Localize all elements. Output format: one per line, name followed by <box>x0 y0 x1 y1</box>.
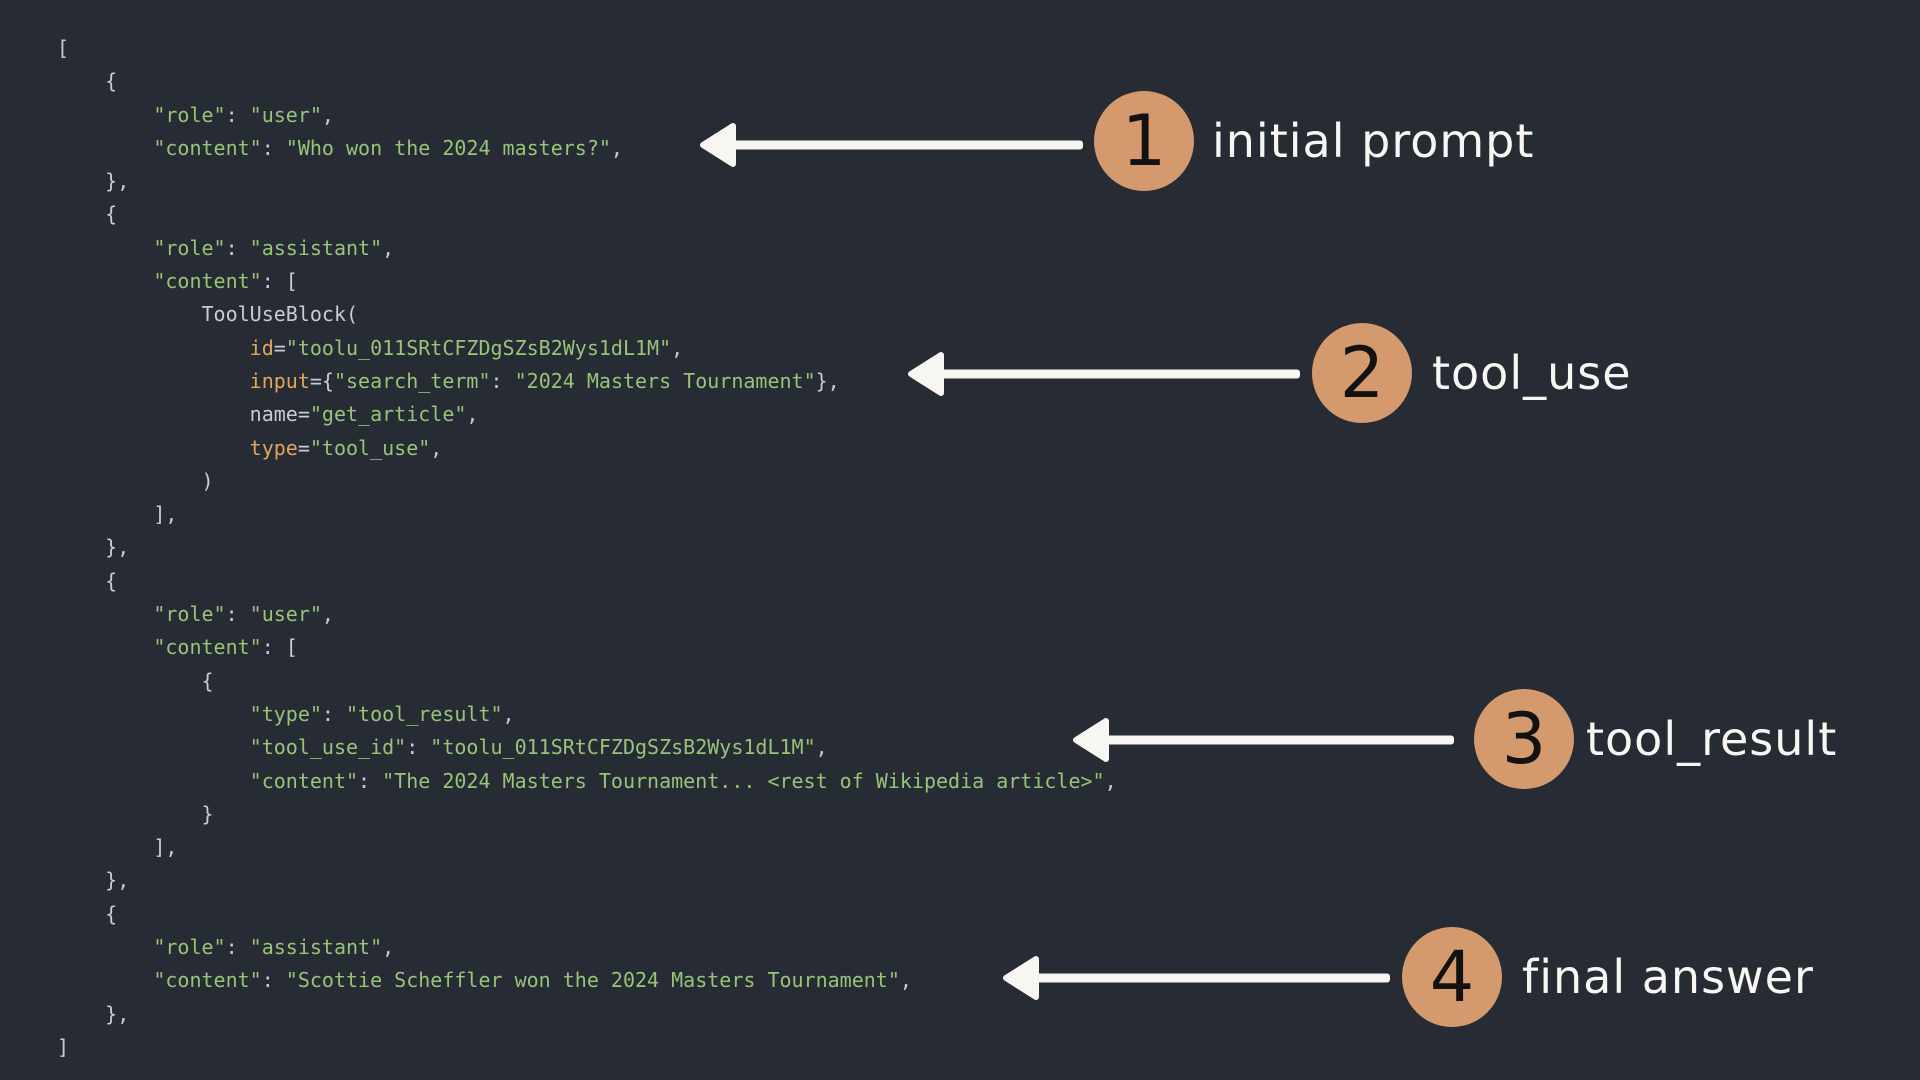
code-line: ], <box>57 835 178 860</box>
left-arrow-icon <box>1003 956 1390 1000</box>
code-line: { <box>57 901 118 926</box>
code-line: { <box>57 69 118 94</box>
code-line: { <box>57 202 118 227</box>
annotation-label-final-answer: final answer <box>1522 950 1814 1004</box>
code-line: type="tool_use", <box>249 435 443 460</box>
step-number: 4 <box>1429 936 1475 1018</box>
code-line: }, <box>57 868 130 893</box>
code-line: { <box>57 668 214 693</box>
code-line: "role": "user", <box>153 602 334 627</box>
code-line: "role": "user", <box>153 102 334 127</box>
left-arrow-icon <box>1073 718 1454 762</box>
code-line: "content": "Who won the 2024 masters?", <box>153 135 623 160</box>
code-line: }, <box>57 535 130 560</box>
step-badge-4: 4 <box>1402 927 1502 1027</box>
code-line: "type": "tool_result", <box>249 701 515 726</box>
step-badge-3: 3 <box>1474 689 1574 789</box>
left-arrow-icon <box>700 123 1083 167</box>
code-line: ], <box>57 502 178 527</box>
code-line: "role": "assistant", <box>153 935 395 960</box>
step-badge-2: 2 <box>1312 323 1412 423</box>
code-line: }, <box>57 169 130 194</box>
code-line: id="toolu_011SRtCFZDgSZsB2Wys1dL1M", <box>249 335 684 360</box>
code-line: "content": "Scottie Scheffler won the 20… <box>153 968 912 993</box>
step-number: 3 <box>1501 698 1547 780</box>
code-line: ] <box>57 1034 70 1059</box>
annotation-label-tool-result: tool_result <box>1586 712 1838 766</box>
step-badge-1: 1 <box>1094 91 1194 191</box>
step-number: 2 <box>1339 332 1385 414</box>
left-arrow-icon <box>908 352 1300 396</box>
annotation-label-tool-use: tool_use <box>1432 346 1632 400</box>
code-line: input={"search_term": "2024 Masters Tour… <box>249 368 840 393</box>
code-line: [ <box>57 36 70 60</box>
annotation-label-initial-prompt: initial prompt <box>1212 114 1535 168</box>
code-line: ToolUseBlock( <box>57 302 359 327</box>
code-line: "content": "The 2024 Masters Tournament.… <box>249 768 1117 793</box>
code-line: "tool_use_id": "toolu_011SRtCFZDgSZsB2Wy… <box>249 735 828 760</box>
code-line: name="get_article", <box>57 402 479 427</box>
code-line: "content": [ <box>153 269 298 294</box>
code-block: [ { "role": "user", "content": "Who won … <box>57 32 1117 1064</box>
code-line: } <box>57 801 214 826</box>
code-line: "role": "assistant", <box>153 235 395 260</box>
code-line: "content": [ <box>153 635 298 660</box>
code-line: ) <box>57 468 214 493</box>
code-line: }, <box>57 1001 130 1026</box>
step-number: 1 <box>1121 100 1167 182</box>
code-line: { <box>57 568 118 593</box>
